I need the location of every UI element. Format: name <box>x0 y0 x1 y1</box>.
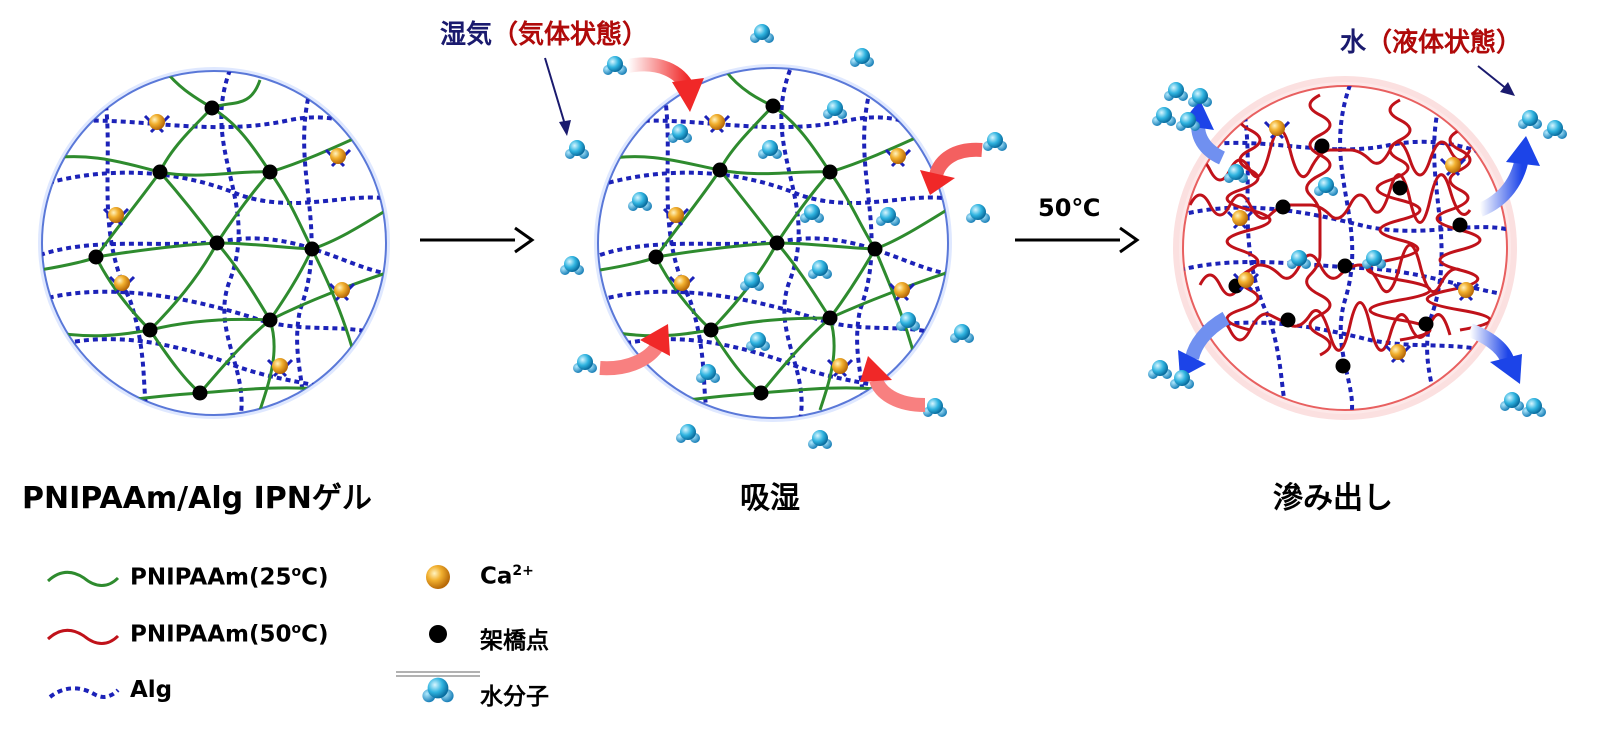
transition-arrow-2 <box>1015 226 1140 254</box>
legend-pnipaam50-text: PNIPAAm(50 <box>130 621 292 648</box>
outflow-arrows <box>1178 100 1540 384</box>
legend-graphics <box>46 565 480 703</box>
legend-ca-swatch <box>426 565 450 589</box>
legend-pnipaam50-degree: o <box>291 621 302 637</box>
caption-absorption: 吸湿 <box>740 481 800 516</box>
caption-exudation: 滲み出し <box>1273 481 1393 516</box>
legend-ca-charge: 2+ <box>512 563 534 579</box>
legend-water-label: 水分子 <box>480 684 549 710</box>
liquid-annotation: 水（液体状態） <box>1340 22 1522 59</box>
vapor-annotation-main: 湿気 <box>440 20 493 50</box>
caption-initial: PNIPAAm/Alg IPNゲル <box>22 481 372 516</box>
legend-crosslink-swatch <box>429 625 447 643</box>
inflow-arrows <box>599 57 983 412</box>
legend-pnipaam50-unit: C) <box>301 621 329 648</box>
liquid-annotation-main: 水 <box>1340 28 1367 58</box>
legend-ca-label: Ca2+ <box>480 563 534 590</box>
liquid-annotation-paren: （液体状態） <box>1366 28 1523 58</box>
legend-pnipaam25-label: PNIPAAm(25oC) <box>130 564 329 591</box>
vapor-annotation-paren: （気体状態） <box>492 20 649 50</box>
legend-alg-swatch <box>48 686 120 699</box>
legend-pnipaam25-unit: C) <box>301 564 329 591</box>
temperature-label: 50℃ <box>1038 194 1101 222</box>
gel-network-initial <box>38 67 390 419</box>
legend-pnipaam25-degree: o <box>291 564 302 580</box>
vapor-pointer <box>544 57 571 136</box>
legend-pnipaam25-swatch <box>46 570 120 587</box>
legend-pnipaam50-label: PNIPAAm(50oC) <box>130 621 329 648</box>
gel-network-absorbing <box>594 64 952 422</box>
legend-pnipaam25-text: PNIPAAm(25 <box>130 564 292 591</box>
gel-network-collapsed <box>1173 76 1517 420</box>
vapor-annotation: 湿気（気体状態） <box>440 14 648 51</box>
transition-arrow-1 <box>420 226 535 254</box>
legend-alg-label: Alg <box>130 677 173 703</box>
liquid-pointer <box>1477 65 1515 96</box>
legend-crosslink-label: 架橋点 <box>480 628 549 654</box>
legend-pnipaam50-swatch <box>46 628 120 645</box>
legend-water-swatch <box>422 677 454 703</box>
legend-ca-text: Ca <box>480 563 513 590</box>
